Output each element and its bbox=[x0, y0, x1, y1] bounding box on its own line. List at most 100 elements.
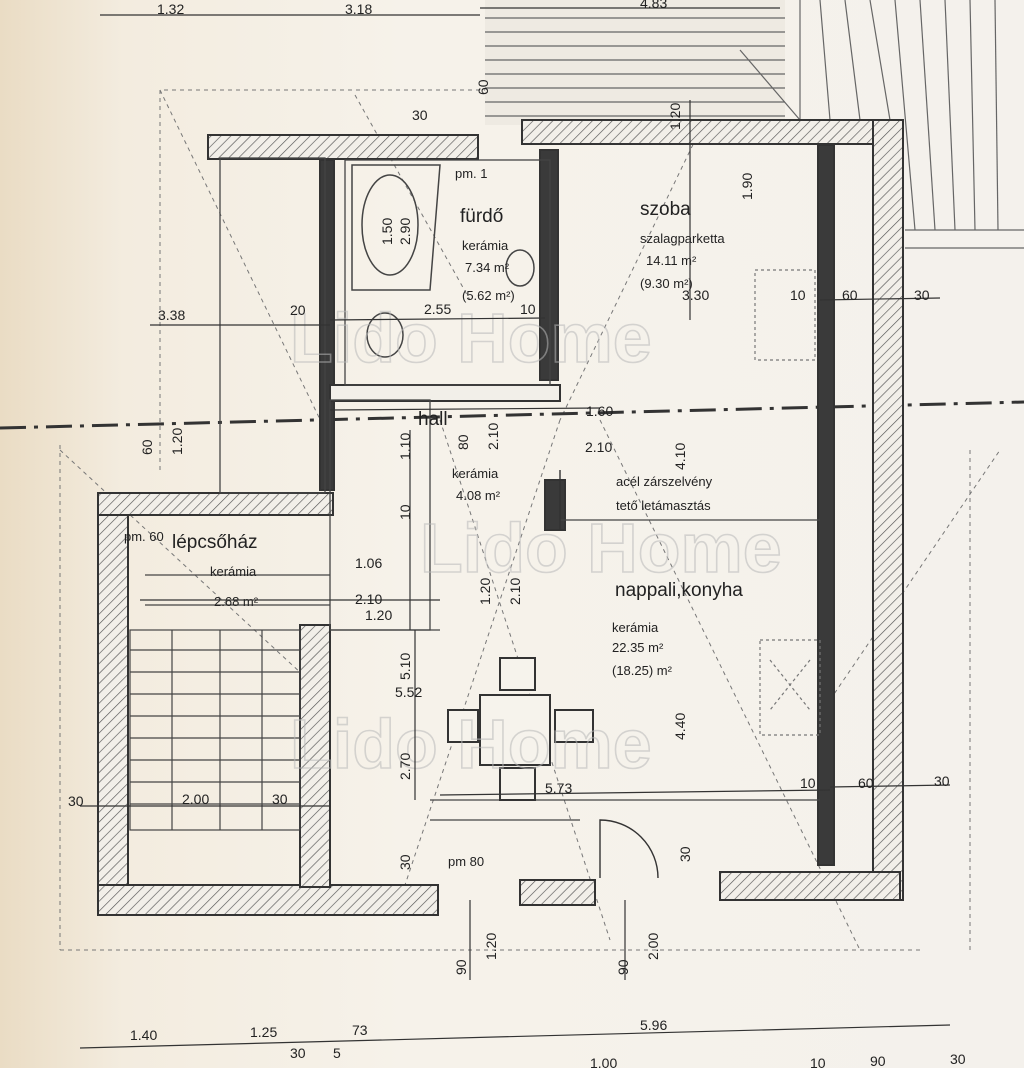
svg-text:1.20: 1.20 bbox=[365, 607, 392, 623]
svg-text:2.10: 2.10 bbox=[507, 578, 523, 605]
svg-text:Lido Home: Lido Home bbox=[290, 705, 652, 783]
svg-text:1.06: 1.06 bbox=[355, 555, 382, 571]
note-steel: acél zárszelvény bbox=[616, 474, 713, 489]
room-finish: kerámia bbox=[462, 238, 509, 253]
svg-text:5.96: 5.96 bbox=[640, 1017, 667, 1033]
svg-text:1.20: 1.20 bbox=[169, 428, 185, 455]
svg-text:4.83: 4.83 bbox=[640, 0, 667, 11]
room-area-alt: (5.62 m²) bbox=[462, 288, 515, 303]
parapet-pm1: pm. 1 bbox=[455, 166, 488, 181]
svg-text:20: 20 bbox=[290, 302, 306, 318]
parapet-pm80: pm 80 bbox=[448, 854, 484, 869]
room-finish: kerámia bbox=[210, 564, 257, 579]
svg-text:30: 30 bbox=[914, 287, 930, 303]
bathtub bbox=[351, 164, 441, 291]
room-area-alt: (18.25) m² bbox=[612, 663, 673, 678]
svg-text:1.20: 1.20 bbox=[667, 103, 683, 130]
room-furdo: fürdő kerámia 7.34 m² (5.62 m²) bbox=[460, 206, 515, 303]
room-name: lépcsőház bbox=[172, 532, 258, 553]
svg-text:1.32: 1.32 bbox=[157, 1, 184, 17]
svg-text:2.90: 2.90 bbox=[397, 218, 413, 245]
svg-text:90: 90 bbox=[870, 1053, 886, 1068]
svg-text:1.10: 1.10 bbox=[397, 433, 413, 460]
svg-text:Lido Home: Lido Home bbox=[290, 299, 652, 377]
sink bbox=[505, 249, 535, 287]
svg-text:5.73: 5.73 bbox=[545, 780, 572, 796]
room-finish: kerámia bbox=[612, 620, 659, 635]
room-name: nappali,konyha bbox=[615, 580, 743, 601]
roof-windows bbox=[754, 269, 821, 736]
svg-text:1.40: 1.40 bbox=[130, 1027, 157, 1043]
svg-text:5.10: 5.10 bbox=[397, 653, 413, 680]
svg-text:30: 30 bbox=[412, 107, 428, 123]
svg-text:30: 30 bbox=[68, 793, 84, 809]
room-finish: kerámia bbox=[452, 466, 499, 481]
svg-text:1.50: 1.50 bbox=[379, 218, 395, 245]
svg-text:30: 30 bbox=[950, 1051, 966, 1067]
room-nappali: nappali,konyha kerámia 22.35 m² (18.25) … bbox=[612, 580, 743, 678]
staircase bbox=[129, 629, 301, 831]
room-name: hall bbox=[418, 409, 448, 430]
svg-text:3.38: 3.38 bbox=[158, 307, 185, 323]
svg-text:1.90: 1.90 bbox=[739, 173, 755, 200]
door-swing bbox=[559, 470, 659, 879]
svg-text:10: 10 bbox=[810, 1055, 826, 1068]
svg-text:30: 30 bbox=[934, 773, 950, 789]
svg-text:2.10: 2.10 bbox=[485, 423, 501, 450]
svg-text:60: 60 bbox=[475, 79, 491, 95]
room-hall: hall kerámia 4.08 m² bbox=[418, 409, 501, 503]
svg-text:73: 73 bbox=[352, 1022, 368, 1038]
room-lepcsohaz: lépcsőház kerámia 2.68 m² bbox=[172, 532, 259, 609]
dimension-labels: 1.32 3.18 4.83 30 60 1.50 2.90 1.20 1.90… bbox=[68, 0, 966, 1068]
svg-text:30: 30 bbox=[397, 854, 413, 870]
roof-hatching bbox=[485, 0, 1024, 249]
svg-text:5.52: 5.52 bbox=[395, 684, 422, 700]
interior-walls bbox=[299, 144, 835, 888]
svg-text:2.55: 2.55 bbox=[424, 301, 451, 317]
room-finish: szalagparketta bbox=[640, 231, 725, 246]
svg-text:2.10: 2.10 bbox=[585, 439, 612, 455]
thin-lines bbox=[145, 157, 820, 821]
svg-text:90: 90 bbox=[615, 959, 631, 975]
watermark: Lido Home Lido Home Lido Home bbox=[289, 298, 782, 784]
dimension-lines bbox=[79, 7, 951, 1049]
room-szoba: szoba szalagparketta 14.11 m² (9.30 m²) bbox=[640, 199, 725, 291]
svg-text:90: 90 bbox=[453, 959, 469, 975]
svg-text:10: 10 bbox=[397, 504, 413, 520]
note-roof: tető letámasztás bbox=[616, 498, 711, 513]
roof-outline bbox=[59, 89, 1001, 951]
room-name: fürdő bbox=[460, 206, 503, 227]
room-area: 2.68 m² bbox=[214, 594, 259, 609]
svg-text:3.18: 3.18 bbox=[345, 1, 372, 17]
room-name: szoba bbox=[640, 199, 691, 220]
svg-text:60: 60 bbox=[842, 287, 858, 303]
room-area: 7.34 m² bbox=[465, 260, 510, 275]
svg-text:2.00: 2.00 bbox=[645, 933, 661, 960]
svg-text:30: 30 bbox=[272, 791, 288, 807]
svg-text:2.70: 2.70 bbox=[397, 753, 413, 780]
svg-text:1.00: 1.00 bbox=[590, 1055, 617, 1068]
svg-text:10: 10 bbox=[800, 775, 816, 791]
svg-text:30: 30 bbox=[677, 846, 693, 862]
svg-text:Lido Home: Lido Home bbox=[420, 509, 782, 587]
svg-text:2.10: 2.10 bbox=[355, 591, 382, 607]
room-area: 14.11 m² bbox=[646, 253, 697, 268]
svg-text:10: 10 bbox=[790, 287, 806, 303]
svg-text:80: 80 bbox=[455, 434, 471, 450]
dining-table bbox=[447, 657, 594, 801]
svg-text:60: 60 bbox=[858, 775, 874, 791]
svg-text:5: 5 bbox=[333, 1045, 341, 1061]
svg-text:4.10: 4.10 bbox=[672, 443, 688, 470]
section-line bbox=[0, 400, 1024, 430]
svg-text:2.00: 2.00 bbox=[182, 791, 209, 807]
svg-text:30: 30 bbox=[290, 1045, 306, 1061]
toilet bbox=[366, 312, 404, 358]
svg-text:1.20: 1.20 bbox=[477, 578, 493, 605]
room-area: 22.35 m² bbox=[612, 640, 664, 655]
svg-text:60: 60 bbox=[139, 439, 155, 455]
notes: acél zárszelvény tető letámasztás pm. 1 … bbox=[124, 166, 713, 869]
svg-text:4.40: 4.40 bbox=[672, 713, 688, 740]
svg-text:1.60: 1.60 bbox=[586, 403, 613, 419]
svg-text:10: 10 bbox=[520, 301, 536, 317]
